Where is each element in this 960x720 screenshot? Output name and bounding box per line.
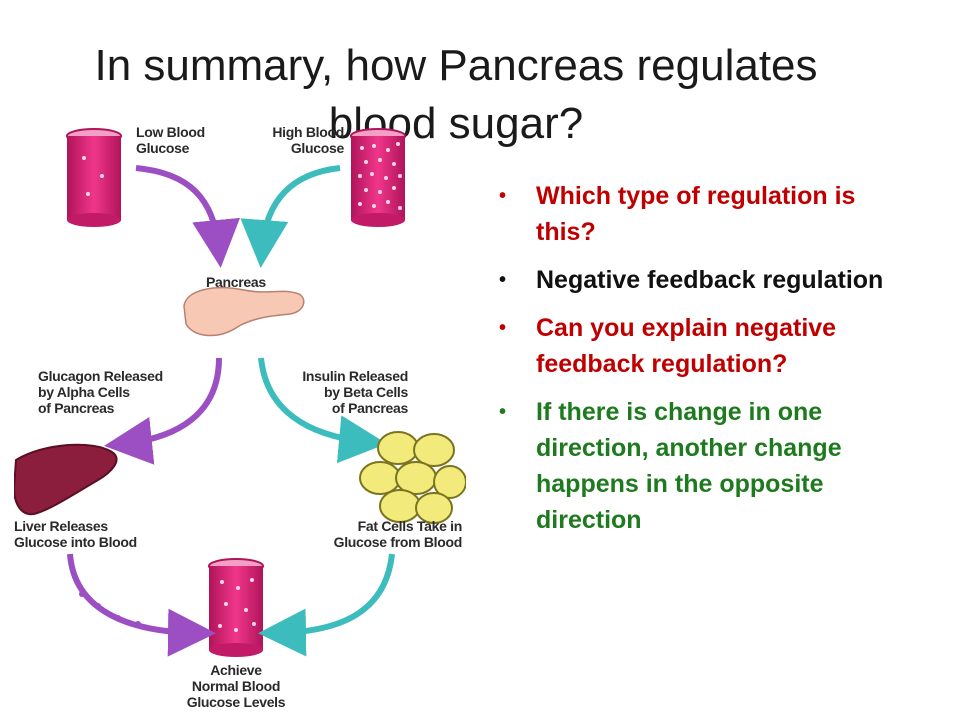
low-glucose-arrow bbox=[135, 165, 241, 268]
label-line: Normal Blood bbox=[191, 678, 281, 694]
insulin-arrow bbox=[258, 357, 387, 464]
fat-to-normal-arrow bbox=[258, 553, 395, 657]
bullet-dot-icon: • bbox=[499, 317, 507, 339]
label-line: Low Blood bbox=[136, 124, 205, 140]
label-line: Glucose from Blood bbox=[333, 534, 463, 550]
bullet-text: Can you explain negative feedback regula… bbox=[536, 314, 837, 378]
slide-title: In summary, how Pancreas regulates blood… bbox=[0, 37, 912, 153]
label-line: Fat Cells Take in bbox=[357, 518, 463, 534]
label-line: of Pancreas bbox=[331, 400, 408, 416]
bullet-item: • Negative feedback regulation bbox=[496, 262, 916, 298]
liver-to-normal-arrow bbox=[67, 553, 216, 657]
title-line-1: In summary, how Pancreas regulates bbox=[94, 41, 818, 91]
label-line: by Beta Cells bbox=[323, 384, 408, 400]
label-line: Glucose into Blood bbox=[14, 534, 137, 550]
insulin-released-label: Insulin Released by Beta Cells of Pancre… bbox=[280, 368, 408, 416]
bullet-text: If there is change in one direction, ano… bbox=[536, 398, 842, 534]
bullet-item: • If there is change in one direction, a… bbox=[496, 394, 916, 538]
high-glucose-tube-icon bbox=[350, 128, 406, 227]
glucagon-arrow bbox=[104, 357, 222, 465]
bullet-text: Which type of regulation is this? bbox=[536, 182, 856, 246]
pancreas-icon bbox=[183, 287, 305, 337]
label-line: Glucose bbox=[290, 140, 344, 156]
label-line: Glucose Levels bbox=[186, 694, 286, 710]
label-line: Glucagon Released bbox=[38, 368, 163, 384]
label-line: by Alpha Cells bbox=[38, 384, 130, 400]
achieve-normal-label: Achieve Normal Blood Glucose Levels bbox=[174, 662, 298, 710]
low-glucose-tube-icon bbox=[66, 128, 122, 227]
low-blood-glucose-label: Low Blood Glucose bbox=[136, 124, 205, 156]
bullet-dot-icon: • bbox=[499, 185, 507, 207]
bullet-list: • Which type of regulation is this? • Ne… bbox=[496, 178, 916, 550]
normal-glucose-tube-icon bbox=[208, 558, 264, 657]
bullet-item: • Can you explain negative feedback regu… bbox=[496, 310, 916, 382]
blood-sugar-regulation-diagram: Low Blood Glucose High Blood Glucose Pan… bbox=[14, 118, 466, 720]
bullet-text: Negative feedback regulation bbox=[536, 266, 884, 294]
label-line: Insulin Released bbox=[302, 368, 408, 384]
fat-cells-take-in-label: Fat Cells Take in Glucose from Blood bbox=[310, 518, 463, 550]
glucagon-released-label: Glucagon Released by Alpha Cells of Panc… bbox=[38, 368, 163, 416]
liver-releases-label: Liver Releases Glucose into Blood bbox=[14, 518, 137, 550]
label-line: High Blood bbox=[272, 124, 344, 140]
high-glucose-arrow bbox=[240, 165, 341, 268]
label-line: Liver Releases bbox=[14, 518, 108, 534]
label-line: Glucose bbox=[136, 140, 190, 156]
bullet-item: • Which type of regulation is this? bbox=[496, 178, 916, 250]
high-blood-glucose-label: High Blood Glucose bbox=[256, 124, 344, 156]
bullet-dot-icon: • bbox=[499, 269, 507, 291]
glucose-dots bbox=[79, 591, 141, 627]
fat-cells-icon bbox=[359, 431, 466, 524]
liver-icon bbox=[14, 443, 118, 516]
bullet-dot-icon: • bbox=[499, 401, 507, 423]
label-line: Achieve bbox=[210, 662, 262, 678]
label-line: of Pancreas bbox=[38, 400, 115, 416]
diagram-graphics bbox=[14, 128, 466, 657]
pancreas-label: Pancreas bbox=[206, 274, 266, 290]
